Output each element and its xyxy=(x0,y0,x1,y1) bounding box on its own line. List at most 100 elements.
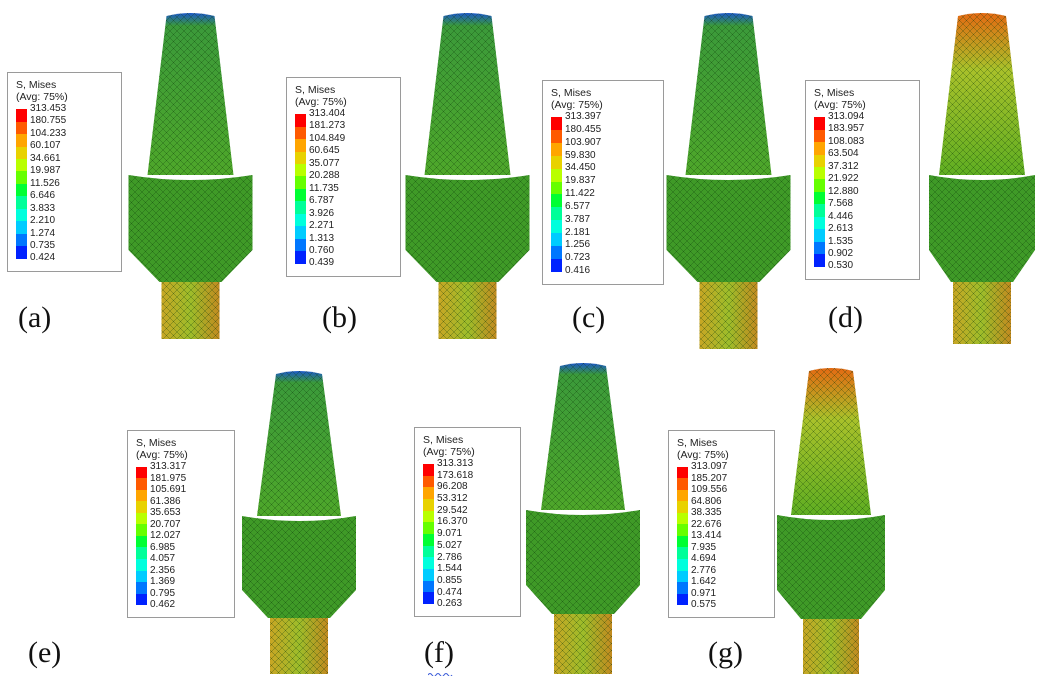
legend-swatch xyxy=(677,547,688,560)
legend-swatch xyxy=(295,126,306,140)
legend-title-line: (Avg: 75%) xyxy=(551,99,603,111)
legend-value: 0.723 xyxy=(565,252,591,264)
legend-value: 181.273 xyxy=(309,120,346,132)
legend-swatch xyxy=(295,139,306,152)
legend-swatch xyxy=(814,216,825,230)
legend-colorbar xyxy=(677,466,688,606)
legend-swatch xyxy=(295,201,306,214)
legend-swatch xyxy=(295,151,306,165)
legend-value: 3.833 xyxy=(30,202,56,214)
legend-value: 313.097 xyxy=(691,461,728,472)
legend-value: 0.795 xyxy=(150,587,176,599)
legend-swatch xyxy=(551,117,562,131)
legend-value: 0.902 xyxy=(828,247,854,259)
legend-value: 0.760 xyxy=(309,244,335,256)
legend-swatch xyxy=(551,194,562,208)
legend-swatch xyxy=(295,251,306,264)
legend-swatch xyxy=(551,143,562,156)
legend-swatch xyxy=(423,463,434,476)
legend-swatch xyxy=(423,557,434,570)
legend-value: 1.274 xyxy=(30,227,56,239)
legend-value: 35.653 xyxy=(150,507,181,519)
abutment-model xyxy=(242,371,356,674)
legend-value: 3.926 xyxy=(309,207,335,219)
legend-swatch xyxy=(551,130,562,144)
legend-value: 2.356 xyxy=(150,564,176,576)
legend-swatch xyxy=(136,501,147,513)
legend-value: 0.474 xyxy=(437,586,463,598)
legend-swatch xyxy=(295,213,306,227)
legend-value: 0.424 xyxy=(30,252,56,264)
legend-swatch xyxy=(814,154,825,168)
legend-swatch xyxy=(814,229,825,242)
legend-title: S, Mises(Avg: 75%) xyxy=(677,437,729,461)
legend-value: 0.575 xyxy=(691,599,717,611)
legend-value: 60.107 xyxy=(30,140,61,152)
legend-value: 64.806 xyxy=(691,495,722,507)
model-e xyxy=(242,371,356,674)
legend-title-line: S, Mises xyxy=(136,437,177,449)
legend-title: S, Mises(Avg: 75%) xyxy=(551,87,603,111)
legend-swatch xyxy=(16,183,27,197)
legend-value: 4.057 xyxy=(150,553,176,565)
legend-value: 11.735 xyxy=(309,182,339,194)
legend-value: 0.439 xyxy=(309,257,335,269)
legend-value: 185.207 xyxy=(691,472,728,484)
panel-label-d: (d) xyxy=(828,301,863,334)
legend-swatch xyxy=(295,188,306,202)
legend-swatch xyxy=(16,221,27,234)
legend-swatch xyxy=(16,246,27,259)
legend-swatch xyxy=(551,168,562,182)
legend-value: 20.707 xyxy=(150,518,181,530)
legend-swatch xyxy=(136,466,147,479)
legend-swatch xyxy=(136,593,147,606)
legend-colorbar xyxy=(295,114,306,264)
legend-title-line: S, Mises xyxy=(677,437,718,449)
legend-title-line: S, Mises xyxy=(16,79,57,91)
legend-value: 29.542 xyxy=(437,504,468,516)
legend-swatch xyxy=(16,196,27,209)
abutment-model xyxy=(526,363,640,674)
legend-value: 105.691 xyxy=(150,484,187,496)
legend-title-line: (Avg: 75%) xyxy=(295,96,347,108)
legend-value: 180.455 xyxy=(565,123,602,135)
legend-swatch xyxy=(814,142,825,155)
legend-value: 1.535 xyxy=(828,235,854,247)
panel-label-e: (e) xyxy=(28,636,62,669)
legend-value: 6.646 xyxy=(30,190,56,202)
legend-swatch xyxy=(136,559,147,571)
legend-value: 103.907 xyxy=(565,136,602,148)
legend-value: 313.317 xyxy=(150,461,187,472)
legend-swatch xyxy=(423,510,434,523)
legend-value: 1.313 xyxy=(309,232,335,244)
legend-swatch xyxy=(16,121,27,135)
panel-label-a: (a) xyxy=(18,301,52,334)
legend-swatch xyxy=(677,535,688,548)
legend-value: 38.335 xyxy=(691,507,722,519)
legend-swatch xyxy=(814,191,825,205)
legend-swatch xyxy=(295,164,306,177)
model-g xyxy=(777,368,885,674)
abutment-model xyxy=(405,13,530,339)
legend-value: 104.233 xyxy=(30,127,67,139)
legend-title-line: (Avg: 75%) xyxy=(814,99,866,111)
legend-value: 180.755 xyxy=(30,115,67,127)
legend-swatch xyxy=(551,207,562,221)
legend-title: S, Mises(Avg: 75%) xyxy=(136,437,188,461)
legend-value: 7.568 xyxy=(828,198,854,210)
legend-title: S, Mises(Avg: 75%) xyxy=(423,434,475,458)
legend-value: 6.985 xyxy=(150,541,176,553)
legend-value: 2.613 xyxy=(828,223,854,235)
legend-value: 0.462 xyxy=(150,599,176,611)
legend-value: 0.971 xyxy=(691,587,717,599)
legend-title: S, Mises(Avg: 75%) xyxy=(16,79,68,103)
legend-swatch xyxy=(16,134,27,147)
legend-value: 313.453 xyxy=(30,103,67,114)
